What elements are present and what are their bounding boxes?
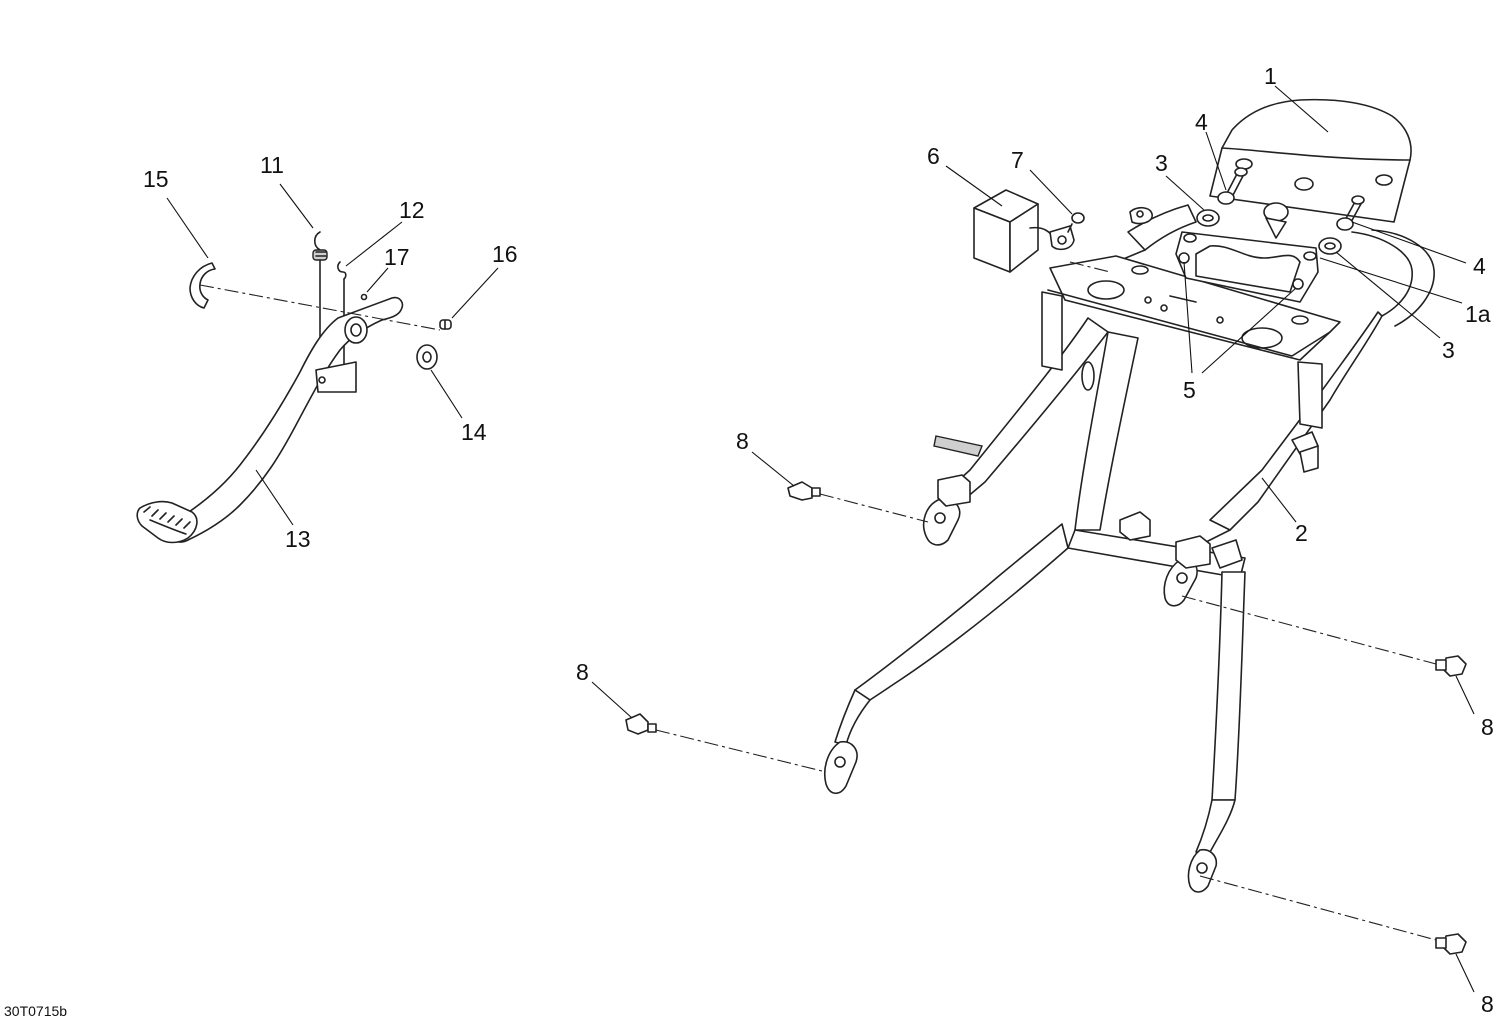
callout-8-upper-left: 8	[736, 428, 749, 454]
light-socket	[1263, 202, 1289, 239]
part-6-module	[973, 189, 1057, 273]
part-1-tail-light	[1209, 98, 1412, 223]
callout-15: 15	[143, 166, 169, 192]
part-8-screw-right-upper	[1435, 655, 1467, 677]
part-7-screw	[1049, 212, 1085, 251]
callout-8-right-upper: 8	[1481, 714, 1494, 740]
callout-12: 12	[399, 197, 425, 223]
leaders-left	[166, 183, 499, 526]
part-3-grommets	[1196, 209, 1342, 255]
part-16-screw	[439, 319, 452, 330]
tail-frame-assembly	[625, 98, 1467, 955]
callout-8-lower-left: 8	[576, 659, 589, 685]
license-plate-bracket	[1041, 255, 1341, 429]
callout-14: 14	[461, 419, 487, 445]
callout-8-right-lower: 8	[1481, 991, 1494, 1017]
callout-labels: 15 11 12 17 16 14 13 1 4 3 6 7 4 1a 3 5 …	[4, 63, 1494, 1019]
part-15-clip	[189, 262, 216, 309]
callout-17: 17	[384, 244, 410, 270]
reference-code: 30T0715b	[4, 1003, 67, 1019]
part-1a-light-bracket	[1175, 231, 1319, 303]
part-14-bushing	[416, 344, 438, 370]
callout-3-top: 3	[1155, 150, 1168, 176]
callout-7: 7	[1011, 147, 1024, 173]
part-8-screw-right-lower	[1435, 933, 1467, 955]
callout-4-top: 4	[1195, 109, 1208, 135]
part-8-screw-lower-left	[625, 713, 657, 735]
part-8-screw-upper-left	[787, 481, 821, 501]
callout-2: 2	[1295, 520, 1308, 546]
callout-1: 1	[1264, 63, 1277, 89]
callout-16: 16	[492, 241, 518, 267]
part-2-rear-frame	[824, 204, 1435, 893]
callout-5: 5	[1183, 377, 1196, 403]
leaders-right	[591, 85, 1475, 993]
brake-pedal-assembly	[136, 231, 452, 544]
callout-3-right: 3	[1442, 337, 1455, 363]
part-17-pin	[360, 293, 368, 301]
eyelet-lower-right	[1187, 848, 1218, 893]
callout-11: 11	[260, 152, 284, 178]
callout-1a: 1a	[1465, 301, 1491, 327]
part-4-screws	[1217, 167, 1365, 231]
callout-4-right: 4	[1473, 253, 1486, 279]
part-5-nuts	[1178, 252, 1304, 290]
callout-6: 6	[927, 143, 940, 169]
callout-13: 13	[285, 526, 311, 552]
part-13-pedal	[136, 296, 404, 544]
